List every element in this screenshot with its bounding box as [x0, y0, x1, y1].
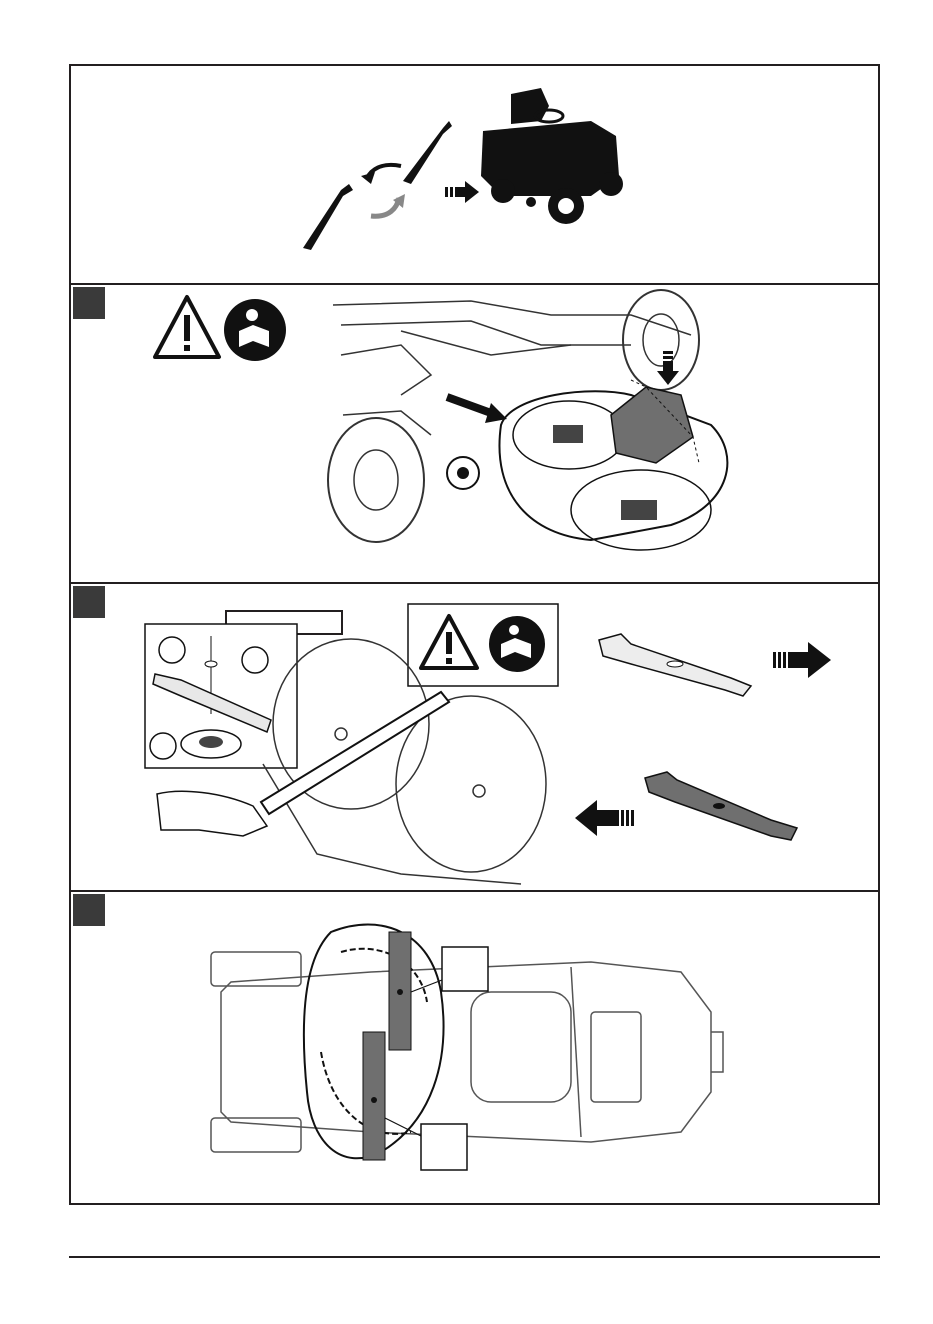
riding-mower-icon — [481, 88, 623, 224]
hand-glove — [157, 791, 267, 836]
arrow-right-icon — [447, 397, 507, 423]
step-remove-deflector-panel — [71, 283, 878, 582]
callout-circle — [159, 637, 185, 663]
blade-icon — [403, 121, 452, 184]
callout-box — [442, 947, 488, 991]
warning-triangle-icon — [155, 297, 219, 357]
arrow-right-icon — [773, 642, 831, 678]
step-blade-orientation-panel — [71, 890, 878, 1203]
deflector-illustration — [71, 285, 878, 582]
blade-replace-illustration — [71, 584, 878, 890]
footer-rule — [69, 1256, 880, 1258]
overview-panel — [71, 66, 878, 283]
callout-box — [421, 1124, 467, 1170]
overview-illustration — [71, 66, 878, 281]
callout-circle — [242, 647, 268, 673]
read-manual-icon — [224, 299, 286, 361]
instruction-frame — [69, 64, 880, 1205]
read-manual-icon — [489, 616, 545, 672]
blade-orientation-illustration — [71, 892, 878, 1203]
callout-circle — [150, 733, 176, 759]
step-replace-blades-panel — [71, 582, 878, 890]
arrow-right-icon — [445, 181, 479, 203]
blade-icon — [303, 184, 353, 250]
arrow-left-icon — [575, 800, 634, 836]
rear-blade — [363, 1032, 385, 1160]
